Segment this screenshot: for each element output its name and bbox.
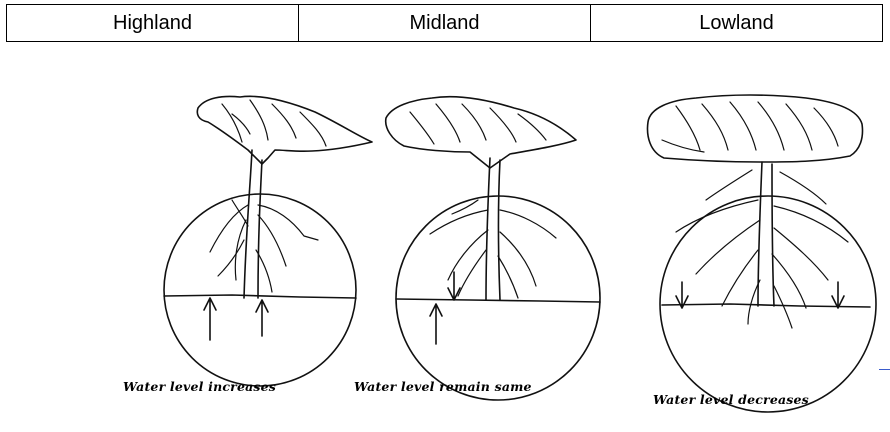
highland-illustration (164, 96, 372, 386)
lowland-illustration (648, 95, 876, 412)
midland-illustration (386, 97, 600, 400)
caption-highland: Water level increases (123, 379, 276, 394)
lowland-trunk (758, 162, 774, 306)
lowland-arrow-down-right (832, 282, 844, 308)
midland-water-level (396, 299, 600, 302)
midland-trunk (486, 158, 500, 300)
highland-water-level (164, 295, 356, 298)
midland-arrow-up-left (430, 304, 442, 344)
highland-arrow-up-right (256, 300, 268, 336)
midland-canopy (386, 97, 576, 168)
decorative-dash (879, 369, 890, 370)
caption-lowland: Water level decreases (653, 392, 809, 407)
highland-arrow-up-left (204, 298, 216, 340)
caption-midland: Water level remain same (354, 379, 532, 394)
